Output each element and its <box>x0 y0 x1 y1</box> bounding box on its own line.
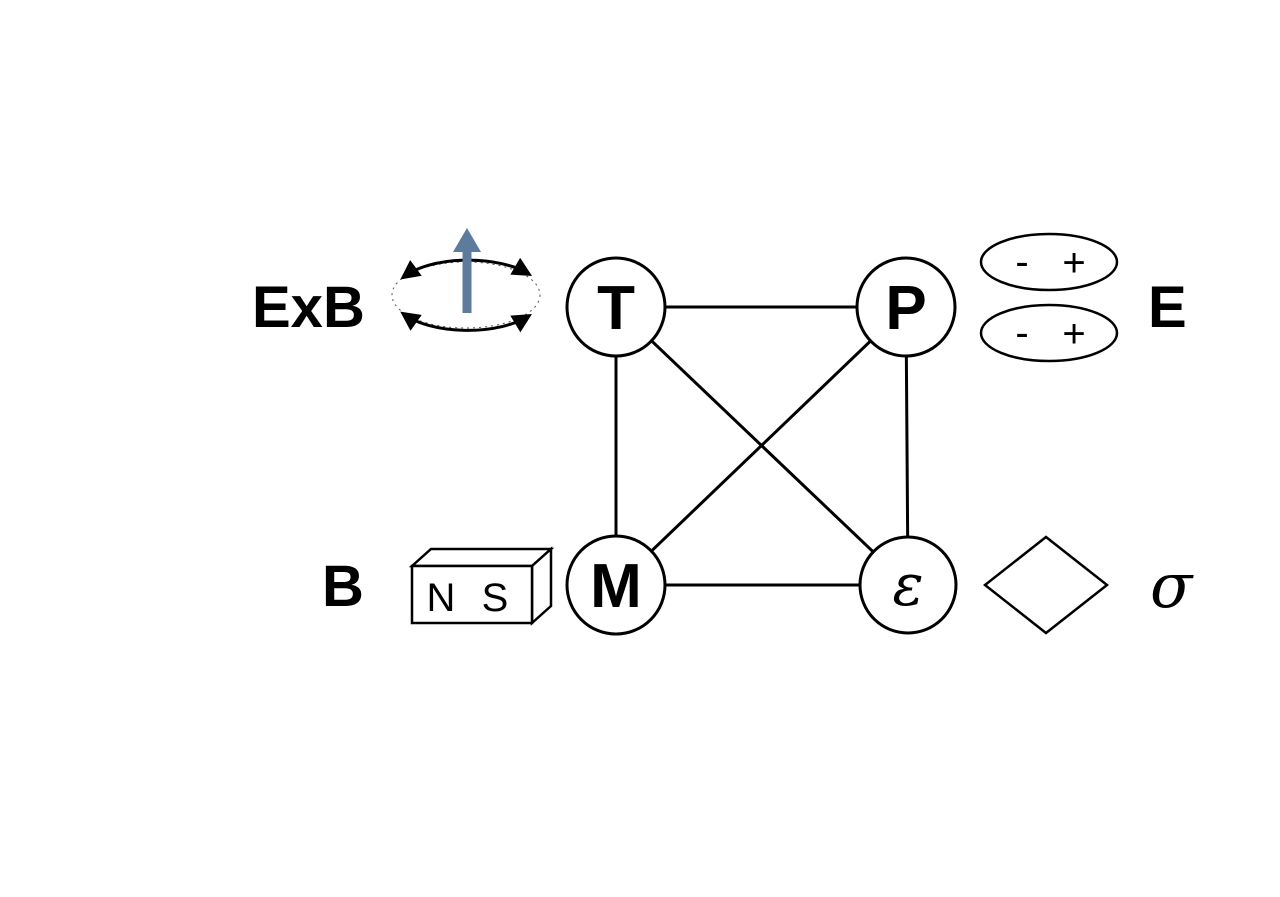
magnet-north-label: N <box>427 576 456 620</box>
sigma-label: σ <box>1150 549 1194 622</box>
node-P-label: P <box>885 274 926 343</box>
node-M-circle <box>565 534 667 636</box>
e-field-label: E <box>1148 275 1187 340</box>
spin-arc-bottom <box>400 311 533 333</box>
spin-orbit-ellipse <box>391 261 541 329</box>
dipole-top-minus: - <box>1015 240 1028 284</box>
exb-label: ExB <box>252 275 365 340</box>
spin-arrow-head-icon <box>453 228 481 252</box>
spin-precession-icon <box>391 228 541 333</box>
node-P: P <box>855 256 957 358</box>
dipole-ellipse-top <box>979 232 1119 292</box>
node-T: T <box>565 256 667 358</box>
node-P-circle <box>855 256 957 358</box>
edge-P-M <box>614 305 908 587</box>
node-epsilon: ε <box>858 535 958 635</box>
dipole-top-plus: + <box>1062 241 1085 285</box>
edge-lines <box>614 305 910 587</box>
node-M-label: M <box>590 552 642 621</box>
dipole-bottom-plus: + <box>1062 312 1085 356</box>
bar-magnet-icon: N S <box>408 546 555 626</box>
node-epsilon-label: ε <box>892 551 923 619</box>
node-T-circle <box>565 256 667 358</box>
dipole-bottom-minus: - <box>1015 311 1028 355</box>
node-M: M <box>565 534 667 636</box>
electric-dipole-icon: - + - + <box>979 232 1119 363</box>
node-T-label: T <box>597 274 635 343</box>
magnet-south-label: S <box>482 576 509 620</box>
dipole-ellipse-bottom <box>979 303 1119 363</box>
strain-diamond-icon <box>982 535 1110 635</box>
node-epsilon-circle <box>858 535 958 635</box>
magnet-top-face <box>408 547 555 568</box>
magnet-front-face <box>410 564 534 625</box>
b-field-label: B <box>322 554 364 619</box>
